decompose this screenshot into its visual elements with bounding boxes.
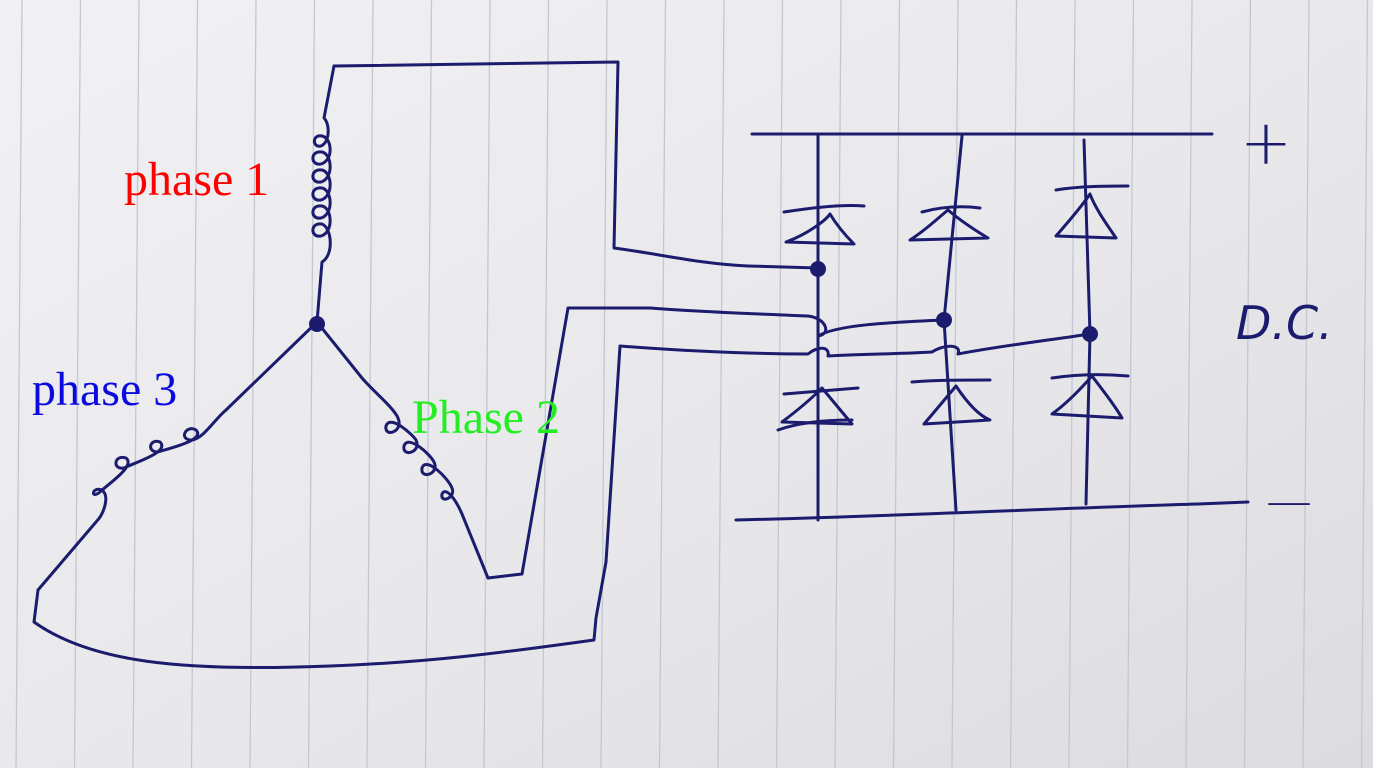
diode-lower-2 [910, 378, 992, 426]
diode-upper-2 [908, 205, 990, 242]
star-point-node [309, 316, 325, 332]
rule-line [132, 0, 140, 768]
rule-line [483, 0, 491, 768]
rule-line [1068, 0, 1076, 768]
rule-line [717, 0, 725, 768]
bridge-node-1 [810, 261, 826, 277]
dc-label: D.C. [1236, 296, 1333, 350]
rule-line [424, 0, 433, 768]
diode-upper-3 [1054, 184, 1130, 240]
phase-1-label: phase 1 [124, 153, 270, 206]
phase-2-winding [315, 320, 490, 580]
phase-1-winding [311, 64, 336, 324]
bridge-node-3 [1082, 326, 1098, 342]
phase-1-wire [332, 60, 820, 270]
dc-negative-bus [734, 500, 1250, 522]
rule-line [834, 0, 842, 768]
notebook-rules [15, 0, 1369, 768]
rule-line [190, 0, 199, 768]
phase-3-winding [36, 320, 319, 592]
rule-line [1009, 0, 1018, 768]
dc-positive-label: + [1240, 106, 1292, 179]
dc-negative-label: — [1266, 474, 1312, 528]
phase-2-label: Phase 2 [412, 391, 560, 444]
rule-line [15, 0, 23, 768]
rule-line [658, 0, 667, 768]
rule-line [892, 0, 901, 768]
rule-line [1126, 0, 1135, 768]
rule-line [1185, 0, 1193, 768]
rule-line [366, 0, 374, 768]
rule-line [951, 0, 959, 768]
diode-upper-1 [782, 203, 866, 246]
rule-line [1360, 0, 1369, 768]
diode-lower-3 [1050, 373, 1130, 420]
phase-3-label: phase 3 [32, 363, 178, 416]
diode-lower-1 [776, 386, 860, 432]
rule-line [1243, 0, 1252, 768]
phase-3-wire [32, 332, 1092, 670]
rule-line [600, 0, 608, 768]
rule-line [775, 0, 784, 768]
rule-line [1302, 0, 1310, 768]
rule-line [73, 0, 82, 768]
bridge-node-2 [936, 312, 952, 328]
rule-line [541, 0, 550, 768]
rule-line [307, 0, 316, 768]
